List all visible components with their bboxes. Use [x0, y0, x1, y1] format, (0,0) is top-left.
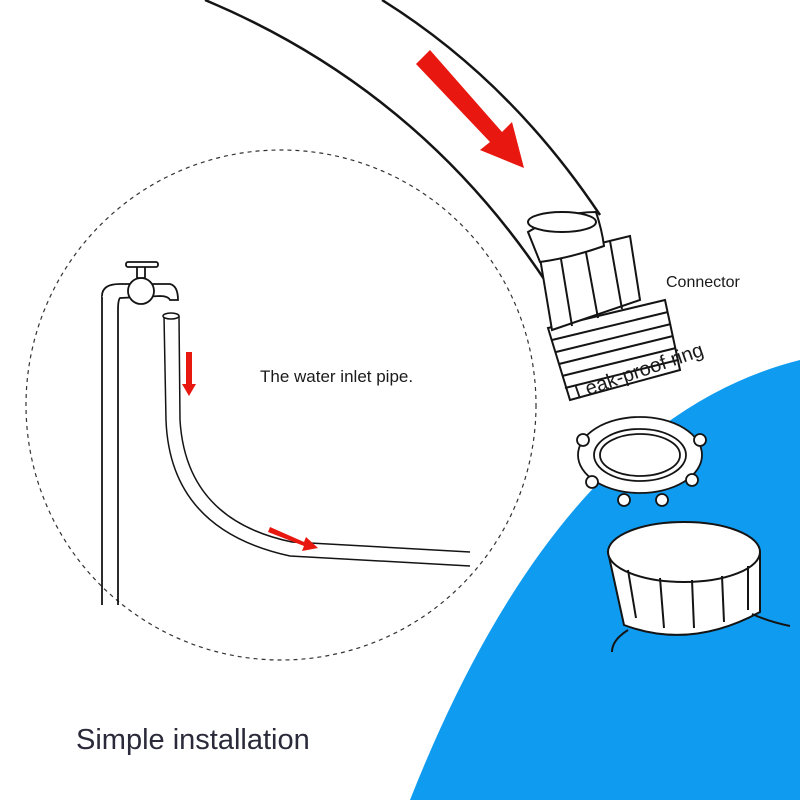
cap-icon	[606, 521, 791, 653]
water-tank	[410, 360, 800, 800]
ring-icon	[576, 416, 707, 507]
flow-arrow-icon	[182, 352, 318, 551]
hose	[204, 0, 602, 286]
page-title: Simple installation	[76, 724, 310, 756]
connector-icon	[526, 210, 682, 402]
faucet-icon	[101, 261, 179, 605]
inlet-tube	[162, 312, 471, 567]
connector-label: Connector	[666, 274, 740, 291]
flow-arrow-icon	[416, 50, 524, 168]
inlet-pipe-label: The water inlet pipe.	[260, 367, 414, 386]
zoom-circle	[25, 149, 537, 661]
